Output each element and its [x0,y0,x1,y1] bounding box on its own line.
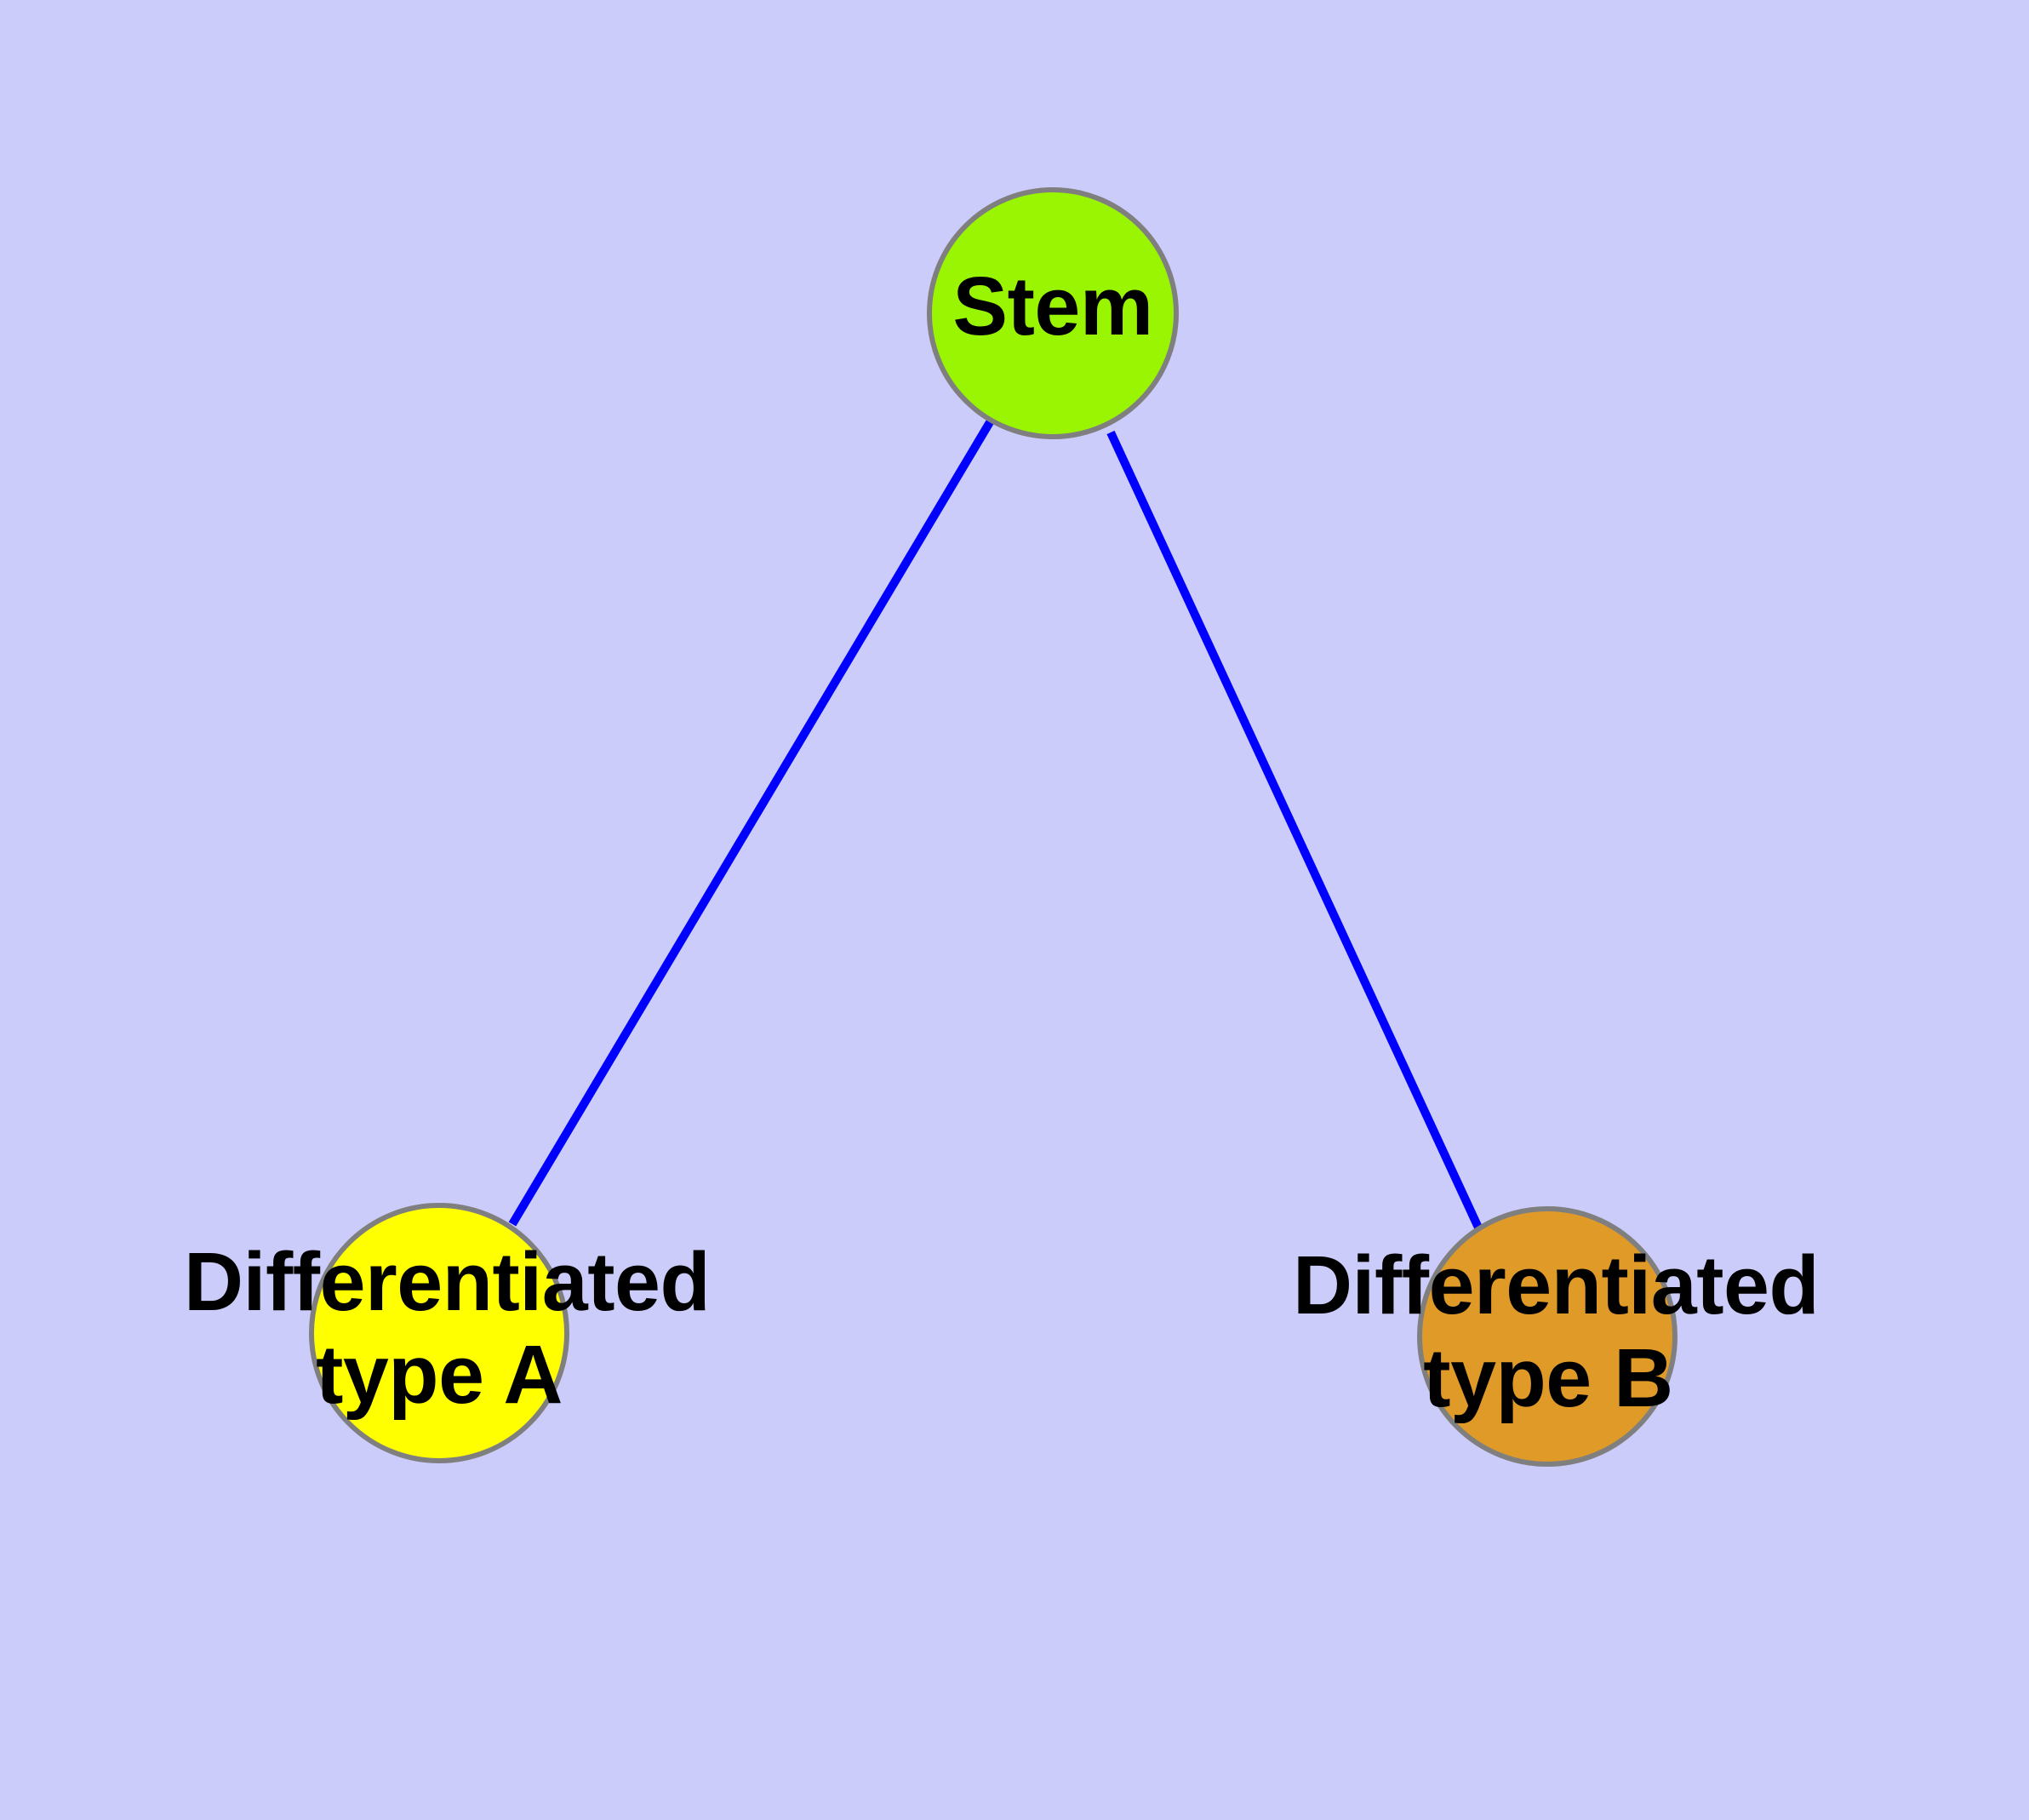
edge-stem-to-type-b [1106,430,1483,1230]
label-line-2: type B [1423,1331,1673,1424]
label-line-1: Differentiated [1293,1239,1820,1331]
node-label-stem: Stem [797,260,1308,353]
label-line-2: type A [316,1327,563,1421]
node-differentiated-type-a[interactable] [309,1203,569,1463]
node-differentiated-type-b[interactable] [1417,1206,1677,1467]
label-line-1: Stem [952,260,1153,352]
node-label-differentiated-type-a: Differentiated type A [184,1235,711,1421]
node-stem[interactable] [927,187,1179,439]
label-line-1: Differentiated [184,1235,711,1328]
edge-stem-to-type-a [508,420,994,1227]
node-label-differentiated-type-b: Differentiated type B [1293,1239,1820,1424]
